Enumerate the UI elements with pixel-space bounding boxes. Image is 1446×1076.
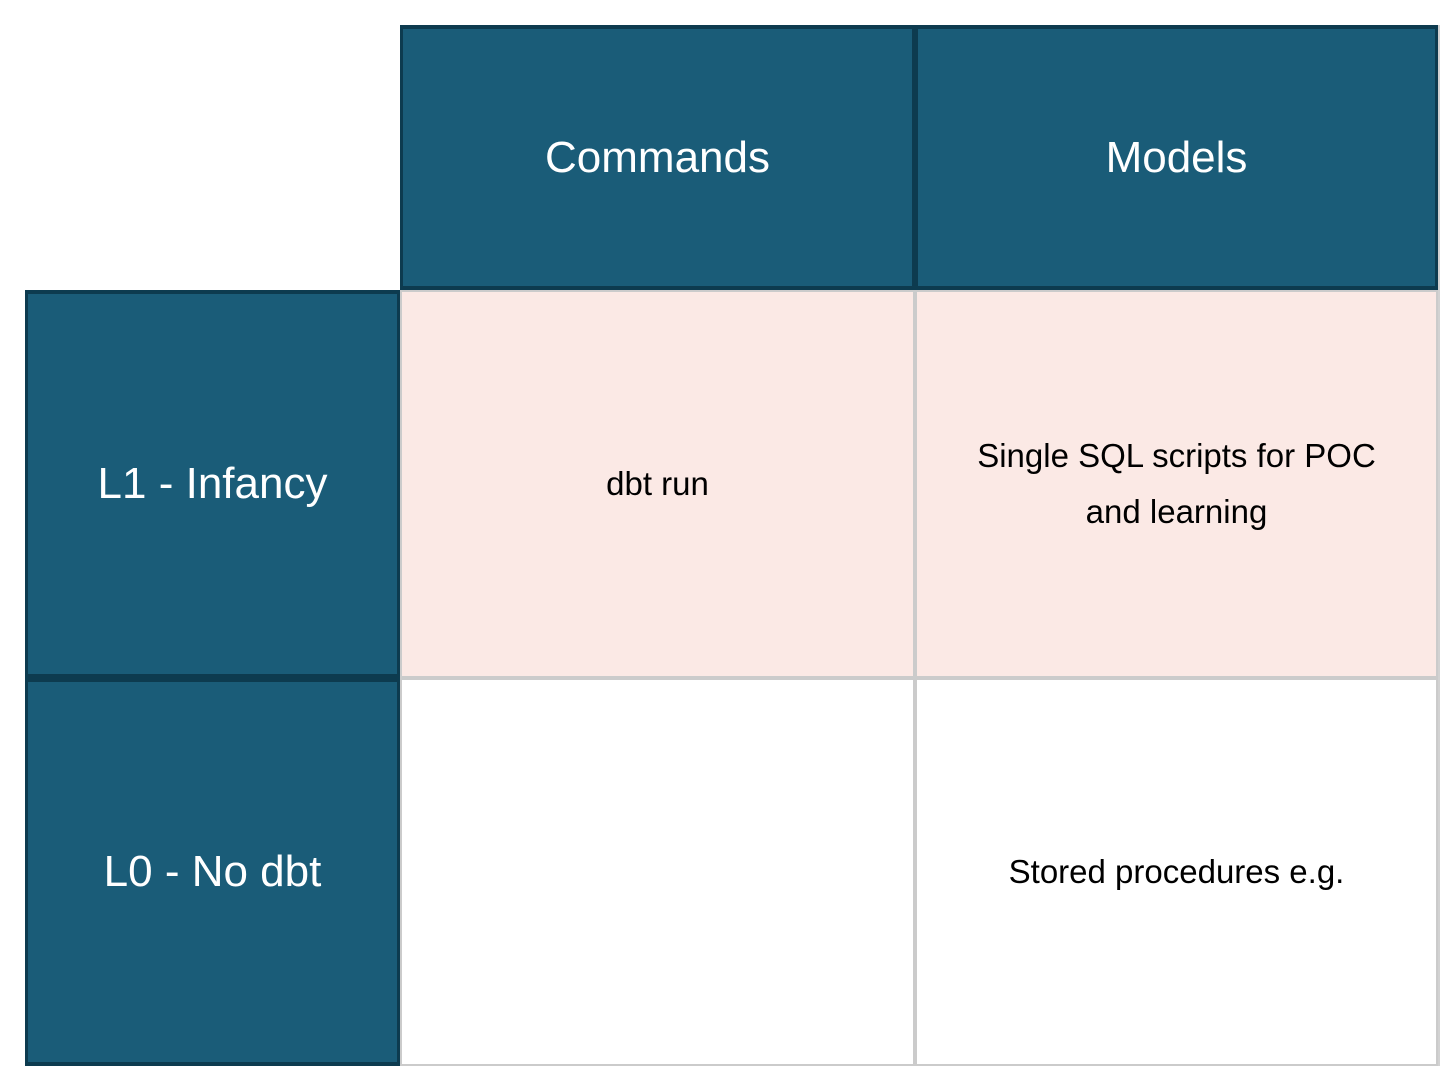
cell-l1-models: Single SQL scripts for POC and learning — [915, 290, 1438, 678]
corner-cell — [25, 25, 400, 290]
row-header-l0-label: L0 - No dbt — [103, 847, 322, 897]
row-header-l1-label: L1 - Infancy — [97, 459, 328, 509]
row-header-l0-no-dbt: L0 - No dbt — [25, 678, 400, 1066]
column-header-commands-label: Commands — [545, 132, 770, 182]
cell-l1-models-text: Single SQL scripts for POC and learning — [977, 436, 1376, 530]
cell-l0-commands — [400, 678, 915, 1066]
cell-l0-models: Stored procedures e.g. — [915, 678, 1438, 1066]
maturity-matrix-table: Commands Models L1 - Infancy dbt run Sin… — [25, 25, 1440, 1066]
column-header-models-label: Models — [1105, 132, 1248, 182]
cell-l0-models-text: Stored procedures e.g. — [1008, 852, 1345, 890]
row-header-l1-infancy: L1 - Infancy — [25, 290, 400, 678]
column-header-models: Models — [915, 25, 1438, 290]
cell-l1-commands-text: dbt run — [606, 464, 709, 502]
column-header-commands: Commands — [400, 25, 915, 290]
cell-l1-commands: dbt run — [400, 290, 915, 678]
